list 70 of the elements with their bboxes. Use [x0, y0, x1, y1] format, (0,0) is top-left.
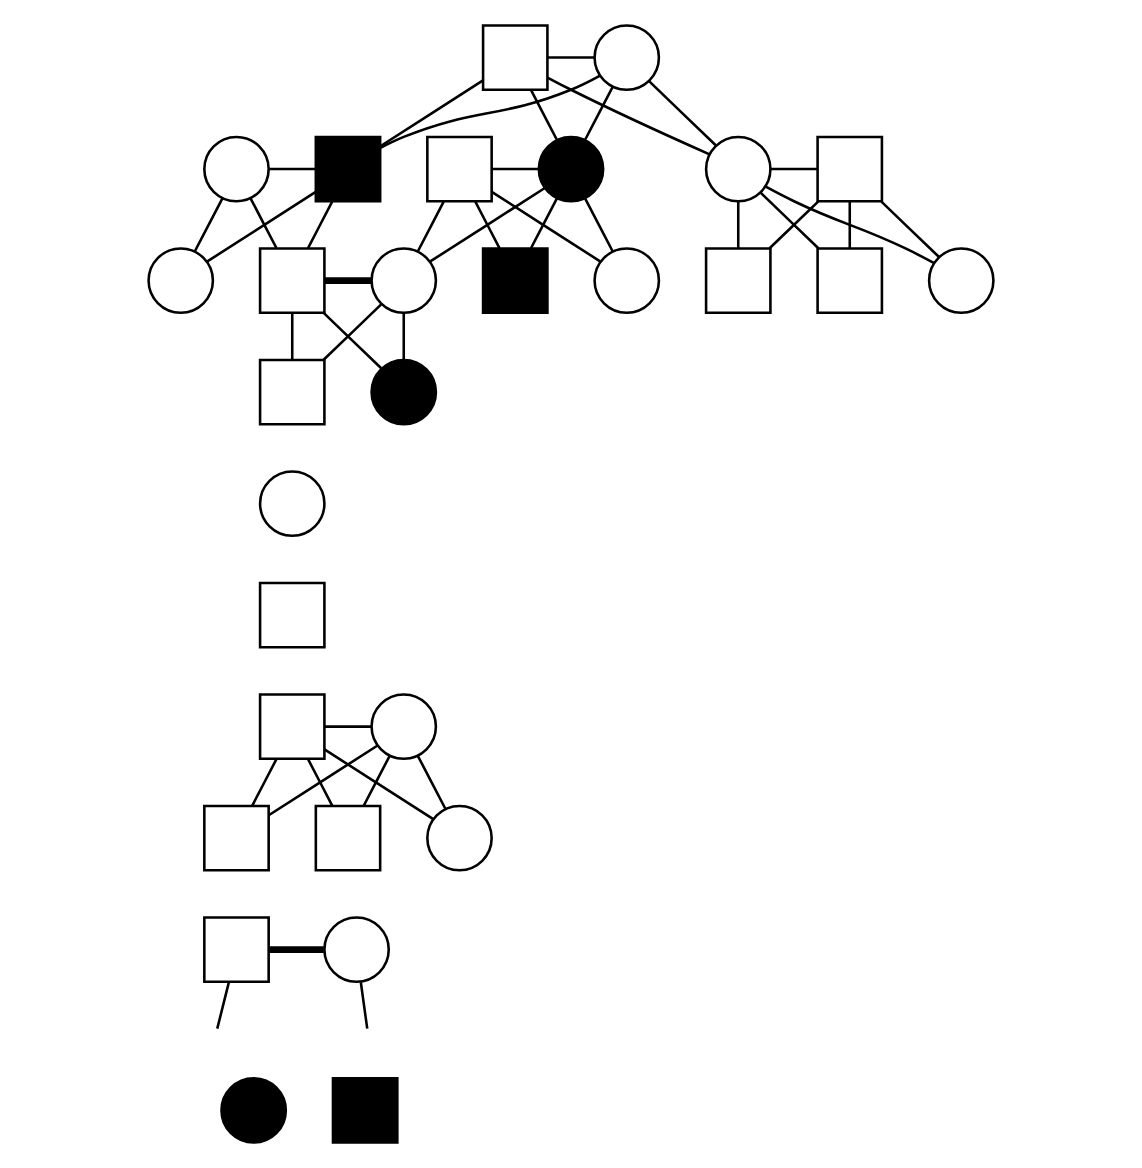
node-circle	[147, 247, 215, 315]
connector	[251, 758, 278, 807]
node-circle	[203, 135, 270, 203]
connector	[216, 981, 231, 1029]
connector	[290, 313, 294, 360]
node-box	[816, 247, 884, 315]
connector	[759, 192, 820, 250]
node-box	[704, 247, 772, 315]
connector	[768, 200, 819, 250]
node-box	[203, 916, 270, 984]
connector	[324, 277, 372, 284]
connector	[429, 186, 546, 263]
connector	[193, 197, 224, 252]
node-circle	[593, 24, 661, 92]
node-circle	[370, 358, 438, 426]
connector	[268, 167, 316, 171]
connector	[362, 755, 391, 807]
connector	[206, 190, 317, 263]
node-box	[203, 804, 270, 872]
connector	[322, 303, 383, 361]
connector	[249, 197, 278, 249]
node-box	[258, 358, 326, 426]
connector	[546, 76, 711, 156]
connector	[402, 313, 406, 360]
connector	[323, 312, 383, 370]
connector	[416, 755, 447, 810]
node-box	[314, 804, 382, 872]
connector	[269, 946, 324, 954]
node-box	[314, 135, 382, 203]
node-box	[258, 247, 326, 315]
connector	[380, 79, 484, 148]
connector	[583, 197, 614, 252]
connector	[474, 201, 501, 249]
node-circle	[704, 135, 772, 203]
connector	[648, 80, 717, 147]
node-box	[426, 135, 493, 203]
node-circle	[593, 247, 661, 315]
connector	[529, 89, 558, 141]
connector	[491, 190, 601, 263]
connector	[547, 56, 595, 59]
node-circle	[258, 470, 326, 538]
connector	[323, 748, 434, 820]
node-circle	[220, 1076, 288, 1144]
connector	[770, 167, 818, 171]
node-box	[331, 1076, 399, 1144]
connector	[848, 201, 852, 249]
connector	[584, 86, 614, 141]
connector	[416, 201, 445, 252]
connector	[880, 200, 940, 258]
node-circle	[370, 247, 438, 315]
node-circle	[370, 693, 438, 761]
connector	[491, 167, 539, 171]
node-box	[258, 581, 326, 649]
connector	[306, 758, 334, 807]
node-box	[816, 135, 884, 203]
connector	[324, 725, 372, 728]
connector	[268, 744, 379, 817]
connector	[529, 197, 559, 249]
connector	[765, 185, 935, 265]
node-box	[258, 693, 326, 761]
node-circle	[323, 916, 391, 984]
node-circle	[537, 135, 605, 203]
node-box	[481, 247, 549, 315]
connector	[359, 982, 369, 1029]
node-circle	[927, 247, 995, 315]
connector	[736, 201, 740, 249]
node-circle	[426, 804, 493, 872]
connector	[379, 74, 601, 150]
node-box	[481, 24, 549, 92]
connector	[306, 201, 334, 249]
